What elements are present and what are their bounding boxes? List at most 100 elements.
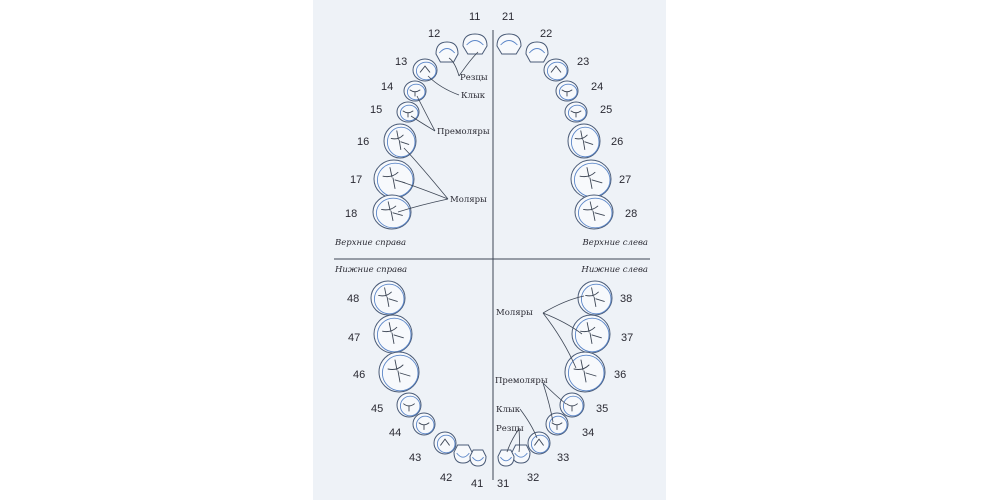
tooth-41 bbox=[469, 449, 487, 467]
tooth-number-14: 14 bbox=[381, 81, 393, 93]
leader-upper-canine bbox=[427, 75, 460, 96]
tooth-number-41: 41 bbox=[471, 478, 483, 490]
tooth-48 bbox=[370, 280, 406, 316]
tooth-outline bbox=[564, 351, 606, 393]
tooth-13 bbox=[412, 58, 438, 82]
molar-fissures bbox=[382, 322, 404, 344]
category-label-lower-incisors: Резцы bbox=[496, 424, 524, 434]
tooth-number-21: 21 bbox=[502, 11, 514, 23]
tooth-inner-outline bbox=[415, 61, 437, 81]
tooth-inner-outline bbox=[500, 456, 512, 462]
tooth-25 bbox=[564, 101, 588, 123]
category-leader-lines bbox=[397, 51, 585, 453]
tooth-21 bbox=[496, 33, 522, 55]
leader-upper-premolars bbox=[410, 95, 436, 132]
tooth-number-45: 45 bbox=[371, 403, 383, 415]
tooth-44 bbox=[412, 412, 436, 436]
tooth-31 bbox=[497, 449, 515, 467]
molar-fissures bbox=[579, 167, 603, 189]
tooth-28 bbox=[574, 194, 614, 230]
tooth-outline bbox=[567, 123, 601, 159]
tooth-32 bbox=[511, 444, 531, 464]
teeth-layer bbox=[370, 33, 614, 467]
tooth-inner-outline bbox=[466, 40, 484, 46]
tooth-11 bbox=[462, 33, 488, 55]
tooth-number-17: 17 bbox=[350, 174, 362, 186]
tooth-outline bbox=[373, 159, 415, 199]
molar-fissures bbox=[574, 130, 594, 150]
tooth-outline bbox=[496, 33, 522, 55]
tooth-number-26: 26 bbox=[611, 136, 623, 148]
quadrant-label-upper-left: Верхние слева bbox=[581, 238, 648, 248]
leader-lower-canine bbox=[519, 408, 538, 439]
tooth-number-37: 37 bbox=[621, 332, 633, 344]
tooth-outline bbox=[453, 444, 473, 464]
tooth-number-42: 42 bbox=[440, 472, 452, 484]
tooth-outline bbox=[469, 449, 487, 467]
tooth-inner-outline bbox=[574, 317, 610, 353]
tooth-37 bbox=[571, 314, 611, 354]
tooth-inner-outline bbox=[530, 434, 550, 454]
leader-lower-premolars bbox=[542, 382, 567, 423]
tooth-outline bbox=[527, 431, 551, 455]
tooth-inner-outline bbox=[528, 48, 546, 54]
tooth-outline bbox=[412, 412, 436, 436]
tooth-number-22: 22 bbox=[540, 28, 552, 40]
tooth-inner-outline bbox=[580, 283, 612, 315]
tooth-22 bbox=[525, 41, 549, 63]
molar-fissures bbox=[390, 130, 410, 150]
tooth-inner-outline bbox=[567, 104, 587, 122]
leader-lower-incisors bbox=[506, 428, 520, 453]
canine-cusp bbox=[550, 65, 562, 73]
tooth-number-44: 44 bbox=[389, 427, 401, 439]
premolar-fissure bbox=[561, 89, 573, 97]
tooth-inner-outline bbox=[500, 40, 518, 46]
tooth-inner-outline bbox=[381, 354, 419, 392]
leader-lower-molars bbox=[542, 295, 585, 369]
tooth-number-12: 12 bbox=[428, 28, 440, 40]
tooth-outline bbox=[433, 431, 457, 455]
tooth-inner-outline bbox=[514, 452, 528, 458]
premolar-fissure bbox=[403, 403, 415, 412]
tooth-inner-outline bbox=[386, 126, 416, 158]
tooth-outline bbox=[511, 444, 531, 464]
tooth-number-11: 11 bbox=[469, 11, 480, 23]
tooth-33 bbox=[527, 431, 551, 455]
tooth-outline bbox=[564, 101, 588, 123]
category-label-lower-canine: Клык bbox=[496, 405, 521, 415]
category-label-upper-incisors: Резцы bbox=[460, 73, 488, 83]
tooth-17 bbox=[373, 159, 415, 199]
tooth-47 bbox=[373, 314, 413, 354]
tooth-inner-outline bbox=[570, 126, 600, 158]
tooth-outline bbox=[555, 80, 579, 102]
tooth-outline bbox=[370, 280, 406, 316]
canine-cusp bbox=[440, 438, 450, 446]
tooth-42 bbox=[453, 444, 473, 464]
leader-upper-incisors bbox=[448, 51, 479, 77]
tooth-outline bbox=[497, 449, 515, 467]
tooth-18 bbox=[372, 194, 412, 230]
tooth-number-31: 31 bbox=[497, 478, 509, 490]
tooth-36 bbox=[564, 351, 606, 393]
tooth-number-43: 43 bbox=[409, 452, 421, 464]
quadrant-label-upper-right: Верхние справа bbox=[334, 238, 406, 248]
tooth-number-15: 15 bbox=[370, 104, 382, 116]
tooth-inner-outline bbox=[399, 104, 419, 122]
tooth-number-36: 36 bbox=[614, 369, 626, 381]
tooth-number-48: 48 bbox=[347, 293, 359, 305]
tooth-outline bbox=[396, 101, 420, 123]
premolar-fissure bbox=[566, 403, 578, 412]
tooth-inner-outline bbox=[436, 434, 456, 454]
tooth-outline bbox=[372, 194, 412, 230]
molar-fissures bbox=[585, 287, 605, 307]
tooth-46 bbox=[378, 351, 420, 393]
premolar-fissure bbox=[570, 110, 582, 118]
tooth-number-16: 16 bbox=[357, 136, 369, 148]
tooth-number-34: 34 bbox=[582, 427, 594, 439]
tooth-number-47: 47 bbox=[348, 332, 360, 344]
tooth-number-25: 25 bbox=[600, 104, 612, 116]
molar-fissures bbox=[387, 359, 411, 383]
tooth-outline bbox=[462, 33, 488, 55]
molar-fissures bbox=[580, 322, 602, 344]
